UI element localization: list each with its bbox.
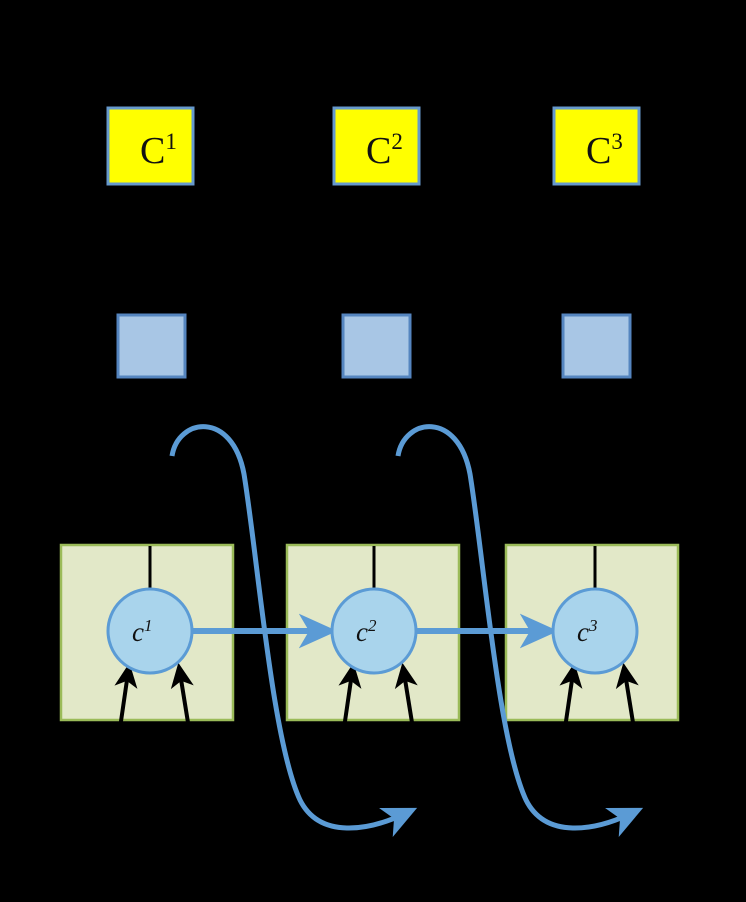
cell-node-label-2: c2 <box>356 616 377 647</box>
feedback-loop-curve-1[interactable] <box>169 424 418 837</box>
input-arrow-right-2 <box>394 662 418 736</box>
cell-node-group-3[interactable]: c3 <box>551 587 639 675</box>
output-box-group-1[interactable]: C1 <box>106 106 195 186</box>
cell-node-2[interactable] <box>330 587 418 675</box>
output-box-1[interactable] <box>106 106 195 186</box>
hidden-box-2[interactable] <box>341 313 412 379</box>
input-arrow-right-1 <box>170 662 194 736</box>
output-box-label-1: C1 <box>140 129 177 172</box>
input-arrow-right-3 <box>615 662 639 736</box>
output-box-group-2[interactable]: C2 <box>332 106 421 186</box>
input-arrow-left-1 <box>114 662 138 736</box>
cell-node-group-2[interactable]: c2 <box>330 587 418 675</box>
output-box-2[interactable] <box>332 106 421 186</box>
output-box-label-3: C3 <box>586 129 623 172</box>
cell-node-group-1[interactable]: c1 <box>106 587 194 675</box>
input-arrow-left-2 <box>338 662 362 736</box>
cell-node-3[interactable] <box>551 587 639 675</box>
output-box-label-2: C2 <box>366 129 403 172</box>
input-arrow-left-3 <box>559 662 583 736</box>
hidden-box-1[interactable] <box>116 313 187 379</box>
cell-node-label-3: c3 <box>577 616 597 647</box>
cell-node-label-1: c1 <box>132 616 152 647</box>
feedback-loop-curve-2[interactable] <box>395 424 644 837</box>
output-box-group-3[interactable]: C3 <box>552 106 641 186</box>
cell-node-1[interactable] <box>106 587 194 675</box>
output-box-3[interactable] <box>552 106 641 186</box>
hidden-box-3[interactable] <box>561 313 632 379</box>
